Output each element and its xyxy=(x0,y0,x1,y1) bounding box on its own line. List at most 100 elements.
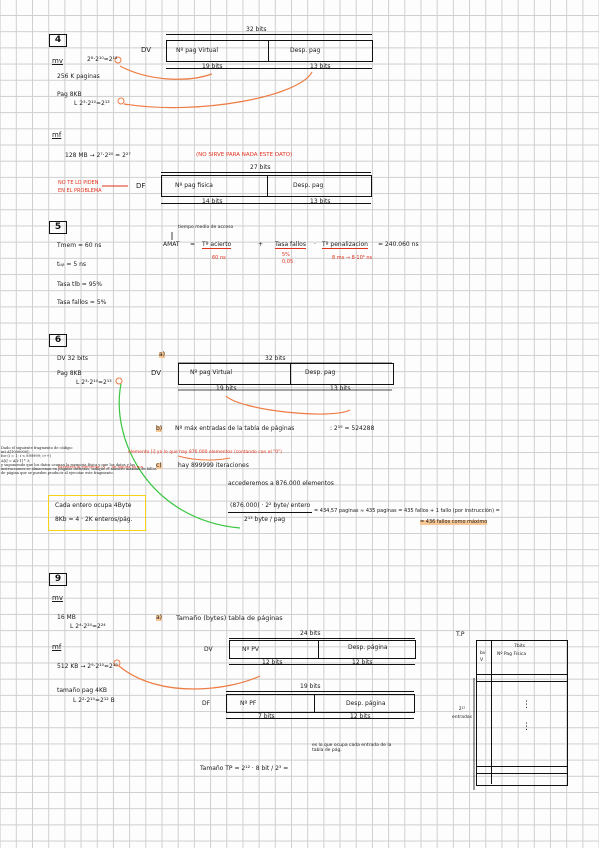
part-a-6: a) xyxy=(159,351,166,358)
page-table xyxy=(476,640,568,786)
part-b-result: : 2¹⁹ = 524288 xyxy=(330,425,375,432)
page-size-9: tamaño pag 4KB xyxy=(57,687,108,694)
ttlb: tₜₗᵦ = 5 ns xyxy=(57,261,87,268)
npf-field: Nº pag fisica xyxy=(175,182,213,189)
mf-label: mf xyxy=(52,131,62,139)
bits-left2-label: 14 bits xyxy=(202,198,223,205)
calc-result-2: = 436 fallos como máximo xyxy=(420,519,488,525)
mv-formula-9: L 2⁴·2²⁰=2²⁴ xyxy=(70,623,106,630)
section-number-4: 4 xyxy=(49,34,67,47)
desp-field-6: Desp. pag xyxy=(305,369,336,376)
tp-size-note: es lo que ocupa cada entrada de la tabla… xyxy=(312,743,392,753)
fail-rate: Tasa fallos = 5% xyxy=(57,299,107,306)
tp-dots: ⋮ xyxy=(522,700,531,710)
code-red-note: Accederá al elemento i-1 ... de alguna f… xyxy=(58,464,143,469)
calc-result: = 434,57 paginas ≈ 435 paginas = 435 fal… xyxy=(314,508,500,514)
calc-denominator: 2¹³ byte / pag xyxy=(244,516,286,523)
df-register-9 xyxy=(226,694,415,713)
tp-col-pf: Nº Pag Física xyxy=(497,652,527,657)
mv-label: mv xyxy=(52,57,63,65)
dv-bits: DV 32 bits xyxy=(57,355,89,362)
side-note-1: NO TE LO PIDEN xyxy=(58,180,99,186)
mf-formula: 128 MB → 2⁷·2²⁰ = 2²⁷ xyxy=(65,152,131,159)
u-hit: 60 ns xyxy=(212,255,226,261)
bits-top2-label: 27 bits xyxy=(250,164,271,171)
dv-register-4 xyxy=(166,40,373,62)
tmem: Tmem = 60 ns xyxy=(57,242,102,249)
df-label: DF xyxy=(136,182,146,190)
bits-right2-9: 12 bits xyxy=(350,713,371,720)
arrow-6-green xyxy=(118,383,241,529)
dv-label: DV xyxy=(141,46,152,54)
desp-field: Desp. pag xyxy=(290,47,321,54)
u-rate: 5% 0,05 xyxy=(282,252,294,265)
part-a-9: a) xyxy=(156,614,163,621)
dv-label-9: DV xyxy=(204,646,213,653)
desp2-field: Desp. pag xyxy=(293,182,324,189)
side-note-2: EN EL PROBLEMA xyxy=(58,188,102,194)
yellow-line-2: 8Kb = 4 · 2K enteros/pág. xyxy=(55,516,133,523)
amat-eq: = xyxy=(190,241,196,248)
tp-col-valid: bv V xyxy=(480,651,486,663)
part-b-6: b) xyxy=(156,425,163,432)
mf-formula-9: 512 KB → 2⁹·2¹⁰=2¹⁹ xyxy=(57,663,118,670)
tp-size-formula: Tamaño TP = 2¹² · 8 bit / 2³ = xyxy=(200,765,289,772)
df-register-4 xyxy=(161,175,372,197)
bits-left-9: 12 bits xyxy=(262,659,283,666)
bits-top2-9: 19 bits xyxy=(300,683,321,690)
page-formula-9: L 2²·2¹⁰=2¹² B xyxy=(73,697,115,704)
t-hit: Tº acierto xyxy=(202,241,232,249)
npv-field-6: Nº pag Virtual xyxy=(190,369,233,376)
section-number-5: 5 xyxy=(49,221,67,234)
npf-field-9: Nº PF xyxy=(240,700,257,707)
page-size-6: Pag 8KB xyxy=(57,370,82,377)
bits-top-9: 24 bits xyxy=(300,630,321,637)
amat-caption: tiempo medio de acceso xyxy=(178,225,234,230)
mv-label-9: mv xyxy=(52,594,63,602)
mf-note: (NO SIRVE PARA NADA ESTE DATO) xyxy=(196,152,293,158)
mf-label-9: mf xyxy=(52,643,62,651)
bits-top-label: 32 bits xyxy=(246,26,267,33)
arrow-6-orange xyxy=(225,395,351,415)
tp-bits-label: 7bits xyxy=(514,644,526,649)
arrow-9-orange xyxy=(118,665,261,690)
bits-left-label: 19 bits xyxy=(202,63,223,70)
tp-dots-2: ⋮ xyxy=(522,722,531,732)
page-size-formula: L 2³·2¹⁰=2¹³ xyxy=(74,100,110,107)
note-6: elemento [i] ya lo que hay 876.000 eleme… xyxy=(128,450,282,455)
bits-right-label: 13 bits xyxy=(310,63,331,70)
part-a-9-text: Tamaño (bytes) tabla de páginas xyxy=(176,614,283,622)
npv-field-9: Nº PV xyxy=(242,646,259,653)
dv-register-9 xyxy=(229,640,416,659)
dv-register-6 xyxy=(178,363,394,385)
pages-count: 256 K paginas xyxy=(57,73,100,80)
dv-label-6: DV xyxy=(151,369,162,377)
amat-result: = 240.060 ns xyxy=(378,241,419,248)
df-label-9: DF xyxy=(202,700,211,707)
highlight-box xyxy=(48,495,146,531)
bits-right-9: 12 bits xyxy=(352,659,373,666)
bits-left2-9: 7 bits xyxy=(258,713,275,720)
part-c-6: c) xyxy=(156,462,162,469)
desp-field-9: Desp. página xyxy=(348,644,388,651)
tp-entries: 2¹² entradas xyxy=(452,707,472,720)
bits-right-6: 13 bits xyxy=(330,385,351,392)
arrow-pages-to-bits xyxy=(119,65,213,80)
part-c-text2: accederemos a 876.000 elementos xyxy=(228,480,334,487)
desp2-field-9: Desp. página xyxy=(346,700,386,707)
part-c-text: hay 899999 iteraciones xyxy=(178,462,249,469)
t-pen: Tº penalizacion xyxy=(322,241,368,249)
tp-title: T.P xyxy=(456,631,465,638)
section-number-9: 9 xyxy=(49,573,67,586)
bits-top-6: 32 bits xyxy=(265,355,286,362)
calc-numerator: (876.000) · 2² byte/ entero xyxy=(230,502,311,509)
npv-field: Nº pag Virtual xyxy=(176,47,219,54)
bits-left-6: 19 bits xyxy=(216,385,237,392)
pages-formula: 2⁸·2¹⁰=2¹⁸ xyxy=(87,56,118,63)
u-pen: 8 ms → 8·10⁶ ns xyxy=(332,255,373,261)
mv-size-9: 16 MB xyxy=(57,614,76,621)
tlb-rate: Tasa tlb = 95% xyxy=(57,281,103,288)
bits-right2-label: 13 bits xyxy=(310,198,331,205)
section-number-6: 6 xyxy=(49,334,67,347)
